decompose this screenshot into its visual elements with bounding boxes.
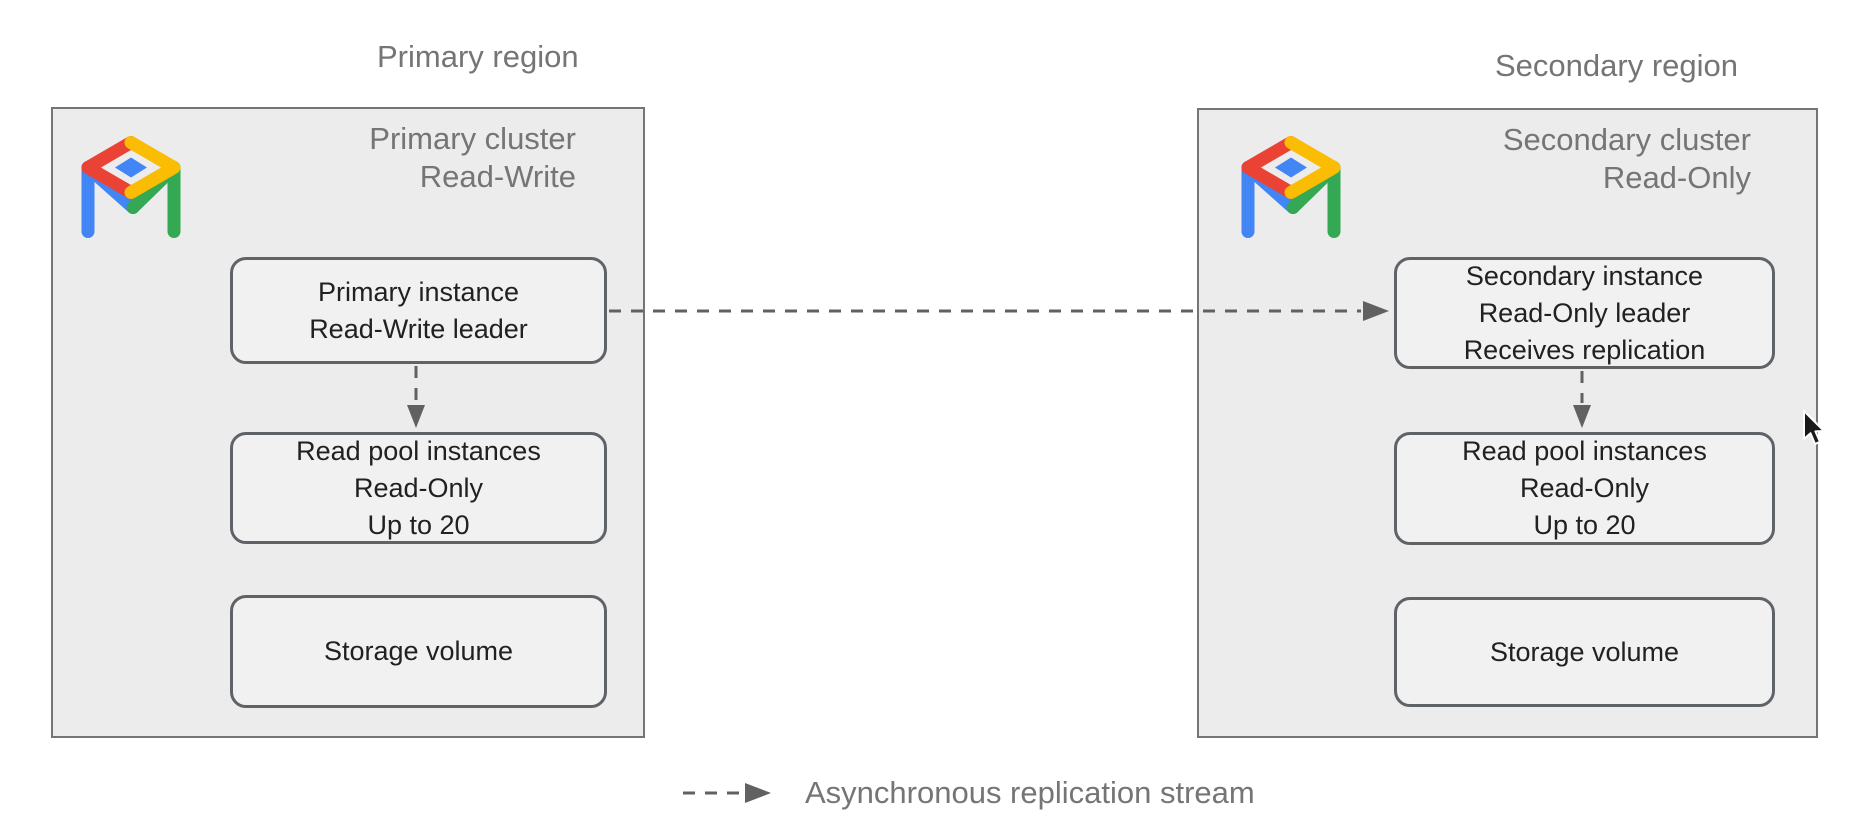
primary-storage-node: Storage volume <box>230 595 607 708</box>
node-text-line: Primary instance <box>317 276 520 307</box>
secondary-cluster-title-line1: Secondary cluster <box>1502 122 1751 157</box>
secondary-region-label: Secondary region <box>1495 48 1738 83</box>
secondary-instance-node: Secondary instance Read-Only leader Rece… <box>1394 257 1775 369</box>
primary-cluster-title-line2: Read-Write <box>419 159 576 194</box>
secondary-cluster-title: Secondary cluster Read-Only <box>1503 121 1751 197</box>
node-text-line: Read-Write leader <box>309 313 528 344</box>
node-text-line: Read-Only <box>1519 473 1650 503</box>
alloydb-icon <box>1241 136 1341 238</box>
secondary-storage-node: Storage volume <box>1394 597 1775 707</box>
node-text-line: Storage volume <box>1489 636 1680 667</box>
secondary-cluster-title-line2: Read-Only <box>1602 160 1751 195</box>
node-text-line: Read pool instances <box>1462 436 1707 466</box>
primary-cluster-box: Primary cluster Read-Write Primary insta… <box>51 107 645 738</box>
arrowhead-icon <box>745 783 771 803</box>
node-text-line: Read-Only leader <box>1478 297 1691 328</box>
mouse-cursor-icon <box>1803 410 1825 445</box>
node-text-line: Up to 20 <box>1533 510 1636 540</box>
node-text-line: Up to 20 <box>367 509 470 540</box>
node-text-line: Read pool instances <box>296 435 541 466</box>
legend-label: Asynchronous replication stream <box>805 775 1255 810</box>
primary-instance-node: Primary instance Read-Write leader <box>230 257 607 364</box>
node-text-line: Receives replication <box>1463 334 1706 365</box>
node-text-line: Storage volume <box>323 636 514 666</box>
primary-cluster-title: Primary cluster Read-Write <box>369 120 576 196</box>
primary-read-pool-node: Read pool instances Read-Only Up to 20 <box>230 432 607 544</box>
alloydb-icon <box>81 136 181 238</box>
primary-region-label: Primary region <box>377 39 579 74</box>
node-text-line: Read-Only <box>353 472 484 503</box>
node-text-line: Secondary instance <box>1465 260 1704 291</box>
secondary-read-pool-node: Read pool instances Read-Only Up to 20 <box>1394 432 1775 545</box>
primary-cluster-title-line1: Primary cluster <box>369 121 576 156</box>
secondary-cluster-box: Secondary cluster Read-Only Secondary in… <box>1197 108 1818 738</box>
